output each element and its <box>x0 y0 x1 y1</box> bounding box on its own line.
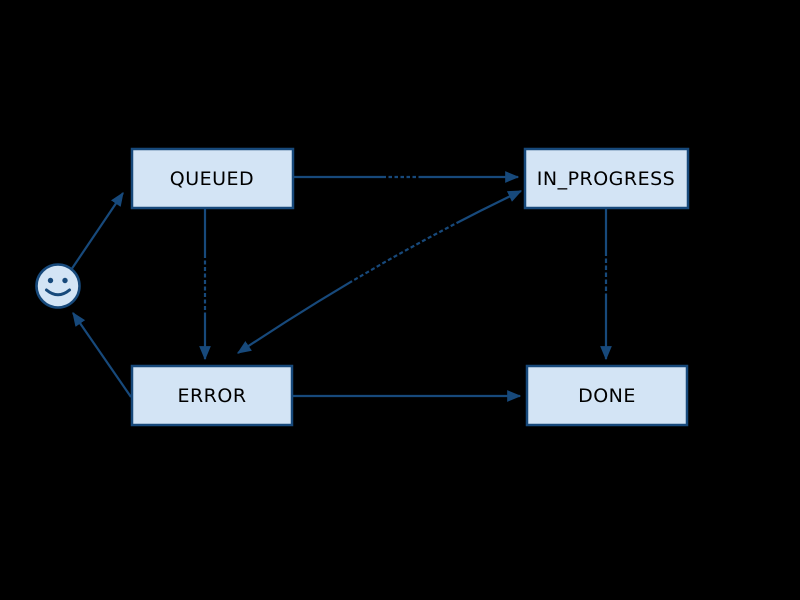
state-node-done: DONE <box>525 364 689 427</box>
state-node-error: ERROR <box>130 364 294 427</box>
smiley-mouth <box>45 288 71 297</box>
smiley-left-eye <box>47 277 54 284</box>
state-node-queued-box <box>130 147 295 210</box>
smiley-right-eye <box>62 277 68 284</box>
state-node-done-box <box>525 364 689 427</box>
state-node-error-box <box>130 364 294 427</box>
edge-start-to-queued <box>70 192 124 271</box>
state-node-in-progress: IN_PROGRESS <box>523 147 690 210</box>
start-state-smiley <box>35 263 81 309</box>
state-node-queued-label: QUEUED <box>170 168 254 190</box>
smiley-face-icon <box>35 263 81 309</box>
state-node-error-label: ERROR <box>177 385 246 407</box>
edge-error-to-start <box>72 312 132 398</box>
edge-in-progress-error-label-artifact <box>350 219 460 284</box>
edge-in-progress-error-bidirectional <box>237 190 523 354</box>
state-node-in-progress-box <box>523 147 690 210</box>
state-node-queued: QUEUED <box>130 147 295 210</box>
state-node-done-label: DONE <box>578 385 636 407</box>
state-node-in-progress-label: IN_PROGRESS <box>537 168 675 190</box>
